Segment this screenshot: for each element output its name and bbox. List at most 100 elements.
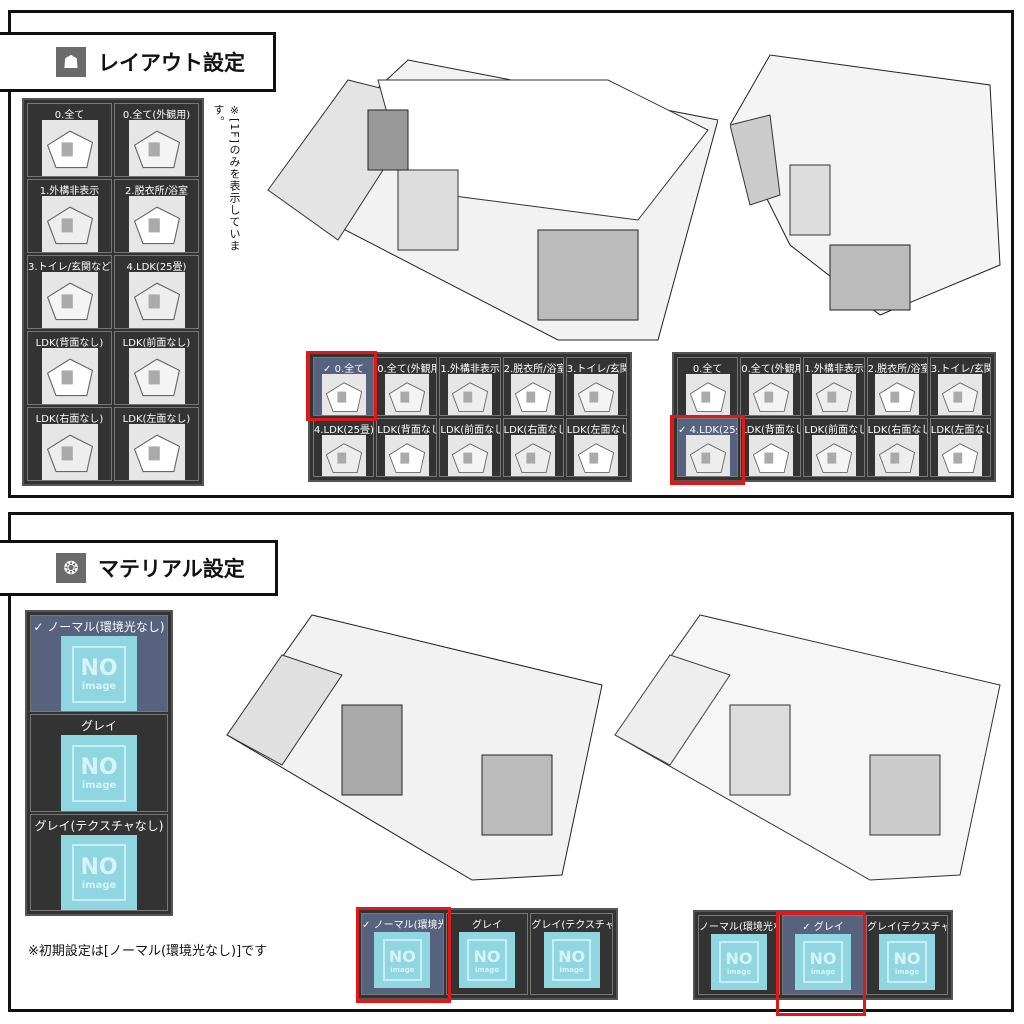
preset-label: LDK(前面なし) (115, 334, 198, 349)
no-image-text: NO (558, 946, 586, 966)
layout-preset-1[interactable]: 0.全て(外観用) (376, 357, 438, 416)
layout-preset-1[interactable]: 0.全て(外観用) (114, 103, 199, 177)
layout-preset-0[interactable]: ✓ 0.全て (313, 357, 375, 416)
layout-preset-3[interactable]: 2.脱衣所/浴室 (502, 357, 564, 416)
layout-preset-7[interactable]: LDK(前面なし) (114, 331, 199, 405)
layout-preset-7[interactable]: LDK(前面なし) (439, 418, 501, 477)
material-label-text: グレイ (471, 920, 502, 931)
preset-label: 3.トイレ/玄関など (28, 258, 111, 273)
no-image-sub: image (81, 780, 117, 792)
layout-preset-2[interactable]: 1.外構非表示 (27, 179, 112, 253)
preset-thumbnail (41, 348, 98, 404)
no-image-text: NO (473, 946, 501, 966)
layout-preset-0[interactable]: 0.全て (677, 357, 739, 416)
material-label-text: ノーマル(環境光なし) (699, 922, 779, 933)
preset-label-text: 0.全て(外観用) (122, 110, 191, 121)
layout-preset-2[interactable]: 1.外構非表示 (439, 357, 501, 416)
layout-preset-1[interactable]: 0.全て(外観用) (740, 357, 802, 416)
preset-thumbnail (128, 348, 185, 404)
check-icon: ✓ (362, 920, 371, 931)
preset-label-text: LDK(右面なし) (867, 425, 927, 436)
preset-label-text: 2.脱衣所/浴室 (867, 364, 927, 375)
layout-preset-5[interactable]: 4.LDK(25畳) (114, 255, 199, 329)
layout-preset-4[interactable]: 3.トイレ/玄関など (565, 357, 627, 416)
no-image-text: NO (80, 656, 118, 681)
no-image-text: NO (809, 948, 837, 968)
preset-thumbnail (384, 374, 429, 415)
layout-preset-7[interactable]: LDK(前面なし) (803, 418, 865, 477)
preset-label: 0.全て(外観用) (377, 360, 436, 375)
preset-label-text: 1.外構非表示 (39, 186, 100, 197)
preset-label-text: 1.外構非表示 (440, 364, 500, 375)
no-image-text: NO (893, 948, 921, 968)
preset-label-text: 0.全て (54, 110, 85, 121)
preset-thumbnail (41, 196, 98, 252)
layout-preset-5[interactable]: 4.LDK(25畳) (313, 418, 375, 477)
check-icon: ✓ (802, 922, 811, 933)
preset-thumbnail (41, 272, 98, 328)
layout-preset-3[interactable]: 2.脱衣所/浴室 (866, 357, 928, 416)
material-label: グレイ(テクスチャなし) (31, 817, 167, 834)
no-image-text: NO (388, 946, 416, 966)
preset-label-text: 4.LDK(25畳) (689, 425, 738, 436)
no-image-sub: image (474, 965, 500, 974)
layout-preset-5[interactable]: ✓ 4.LDK(25畳) (677, 418, 739, 477)
layout-preset-9[interactable]: LDK(左面なし) (929, 418, 991, 477)
material-label-text: ノーマル(環境光なし) (47, 620, 165, 634)
preset-thumbnail (875, 435, 920, 476)
preset-thumbnail (938, 435, 983, 476)
layout-preset-6[interactable]: LDK(背面なし) (740, 418, 802, 477)
preset-thumbnail (447, 374, 492, 415)
material-label-text: グレイ (813, 922, 844, 933)
preset-label-text: LDK(背面なし) (377, 425, 436, 436)
check-icon: ✓ (678, 425, 687, 436)
layout-preset-8[interactable]: LDK(右面なし) (866, 418, 928, 477)
material-label: グレイ(テクスチャなし) (531, 916, 612, 931)
layout-preset-6[interactable]: LDK(背面なし) (27, 331, 112, 405)
preset-label: 1.外構非表示 (440, 360, 499, 375)
preset-label: 2.脱衣所/浴室 (115, 182, 198, 197)
no-image-text: NO (80, 854, 118, 880)
house-render-gray (614, 614, 1001, 881)
layout-preset-3[interactable]: 2.脱衣所/浴室 (114, 179, 199, 253)
layout-section-header: ☗ レイアウト設定 (0, 32, 276, 92)
preset-label: LDK(前面なし) (804, 421, 863, 436)
layout-preset-2[interactable]: 1.外構非表示 (803, 357, 865, 416)
no-image-sub: image (726, 967, 752, 976)
layout-preset-6[interactable]: LDK(背面なし) (376, 418, 438, 477)
preset-label-text: LDK(左面なし) (566, 425, 626, 436)
layout-preset-4[interactable]: 3.トイレ/玄関など (929, 357, 991, 416)
preset-thumbnail (811, 435, 856, 476)
layout-preset-8[interactable]: LDK(右面なし) (27, 407, 112, 481)
floor-note: ※[1F]のみを表示しています。 (212, 104, 241, 252)
preset-label-text: 0.全て(外観用) (741, 364, 800, 375)
layout-preset-9[interactable]: LDK(左面なし) (565, 418, 627, 477)
preset-thumbnail (811, 374, 856, 415)
layout-preset-4[interactable]: 3.トイレ/玄関など (27, 255, 112, 329)
preset-thumbnail (384, 435, 429, 476)
house-render-ldk (730, 54, 1001, 316)
material-label: グレイ (447, 916, 528, 931)
material-section-title: マテリアル設定 (98, 557, 245, 581)
preset-thumbnail (875, 374, 920, 415)
preset-label: LDK(前面なし) (440, 421, 499, 436)
preset-label-text: 0.全て(外観用) (377, 364, 436, 375)
preset-label-text: LDK(背面なし) (35, 338, 104, 349)
preset-label: 0.全て(外観用) (115, 106, 198, 121)
layout-preset-8[interactable]: LDK(右面なし) (502, 418, 564, 477)
layout-preset-0[interactable]: 0.全て (27, 103, 112, 177)
layout-preset-9[interactable]: LDK(左面なし) (114, 407, 199, 481)
